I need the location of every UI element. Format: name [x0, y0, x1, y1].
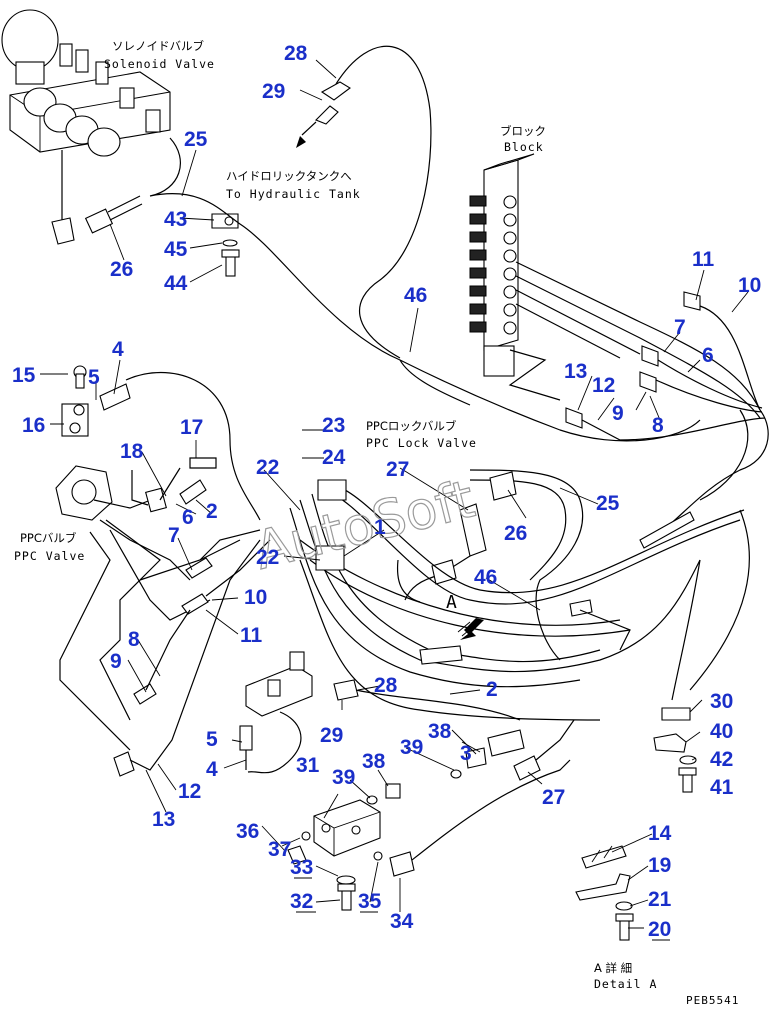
- part-number: 7: [674, 316, 686, 339]
- part-number: 28: [284, 42, 308, 65]
- part-number: 19: [648, 854, 671, 877]
- detail-a-label-jp: A 詳 細: [594, 961, 632, 975]
- part-number: 17: [180, 416, 203, 439]
- part-number: 41: [710, 776, 734, 799]
- part-number: 24: [322, 446, 346, 469]
- main-hose-bundle: [289, 479, 750, 721]
- part-number: 10: [738, 274, 761, 297]
- part-number: 6: [702, 344, 714, 367]
- lower-solenoid-and-block: [239, 651, 575, 911]
- part-number: 29: [320, 724, 343, 747]
- part-number: 26: [110, 258, 133, 281]
- label-underlines: [294, 877, 670, 941]
- part-number: 9: [110, 650, 122, 673]
- return-hose-25: [149, 137, 701, 442]
- part-number: 46: [404, 284, 427, 307]
- part-number: 37: [268, 838, 291, 861]
- part-number: 27: [386, 458, 409, 481]
- part-number: 38: [428, 720, 452, 743]
- ppc-valve-assembly: [55, 365, 271, 777]
- part-number-callouts: 28 29 25 43 45 44 26 46 11 10 7 6 13 12 …: [12, 42, 761, 941]
- block-label-en: Block: [504, 140, 544, 154]
- hose-26-and-clamp: [84, 195, 240, 277]
- manifold-block: [469, 153, 535, 377]
- part-number: 40: [710, 720, 733, 743]
- part-number: 20: [648, 918, 671, 941]
- view-arrow-a: [457, 618, 484, 640]
- tank-label-jp: ハイドロリックタンクへ: [226, 169, 352, 183]
- part-number: 46: [474, 566, 497, 589]
- part-number: 39: [332, 766, 355, 789]
- part-number: 28: [374, 674, 398, 697]
- part-number: 16: [22, 414, 45, 437]
- part-number: 42: [710, 748, 733, 771]
- part-number: 34: [390, 910, 414, 933]
- solenoid-valve-assembly: [1, 9, 171, 245]
- part-number: 22: [256, 456, 279, 479]
- part-number: 29: [262, 80, 285, 103]
- part-number: 38: [362, 750, 386, 773]
- block-ports: [469, 195, 517, 335]
- part-number: 9: [612, 402, 624, 425]
- part-number: 4: [112, 338, 124, 361]
- part-number: 22: [256, 546, 279, 569]
- part-number: 25: [596, 492, 620, 515]
- detail-a-parts: [575, 845, 634, 941]
- ppc-lock-valve-label-jp: PPCロックバルブ: [366, 419, 457, 433]
- block-label-jp: ブロック: [500, 124, 546, 138]
- ppc-lock-valve-label-en: PPC Lock Valve: [366, 436, 477, 450]
- part-number: 35: [358, 890, 382, 913]
- part-number: 43: [164, 208, 187, 231]
- part-number: 5: [88, 366, 100, 389]
- part-number: 44: [164, 272, 188, 295]
- part-number: 2: [486, 678, 498, 701]
- part-number: 45: [164, 238, 188, 261]
- part-number: 2: [206, 500, 218, 523]
- ppc-valve-label-en: PPC Valve: [14, 549, 85, 563]
- drawing-code: PEB5541: [686, 994, 739, 1007]
- tank-label-en: To Hydraulic Tank: [226, 187, 361, 201]
- part-number: 7: [168, 524, 180, 547]
- part-number: 8: [652, 414, 664, 437]
- part-number: 13: [152, 808, 175, 831]
- part-number: 4: [206, 758, 218, 781]
- part-number: 14: [648, 822, 672, 845]
- part-number: 33: [290, 856, 313, 879]
- detail-a-label-en: Detail A: [594, 977, 657, 991]
- solenoid-valve-label-jp: ソレノイドバルブ: [112, 39, 204, 53]
- part-number: 13: [564, 360, 587, 383]
- part-number: 11: [692, 248, 715, 271]
- part-number: 21: [648, 888, 672, 911]
- part-number: 18: [120, 440, 144, 463]
- part-number: 3: [460, 742, 472, 765]
- part-number: 12: [178, 780, 201, 803]
- leader-lines: [40, 59, 749, 929]
- part-number: 6: [182, 506, 194, 529]
- part-number: 15: [12, 364, 36, 387]
- part-number: 31: [296, 754, 320, 777]
- solenoid-valve-label-en: Solenoid Valve: [104, 57, 215, 71]
- part-number: 11: [240, 624, 263, 647]
- part-number: 10: [244, 586, 267, 609]
- part-number: 30: [710, 690, 733, 713]
- right-clamp-assembly: [653, 707, 697, 793]
- part-number: 27: [542, 786, 565, 809]
- block-hose-bundle: [508, 261, 769, 541]
- part-number: 26: [504, 522, 527, 545]
- ppc-valve-label-jp: PPCバルブ: [20, 531, 77, 545]
- part-number: 23: [322, 414, 345, 437]
- part-number: 5: [206, 728, 218, 751]
- part-number: 12: [592, 374, 615, 397]
- part-number: 8: [128, 628, 140, 651]
- part-number: 39: [400, 736, 423, 759]
- part-number: 36: [236, 820, 259, 843]
- tank-hose-28-29: [296, 45, 432, 359]
- part-number: 25: [184, 128, 208, 151]
- part-number: 32: [290, 890, 313, 913]
- view-a-label: A: [446, 592, 458, 613]
- part-number: 1: [374, 516, 386, 539]
